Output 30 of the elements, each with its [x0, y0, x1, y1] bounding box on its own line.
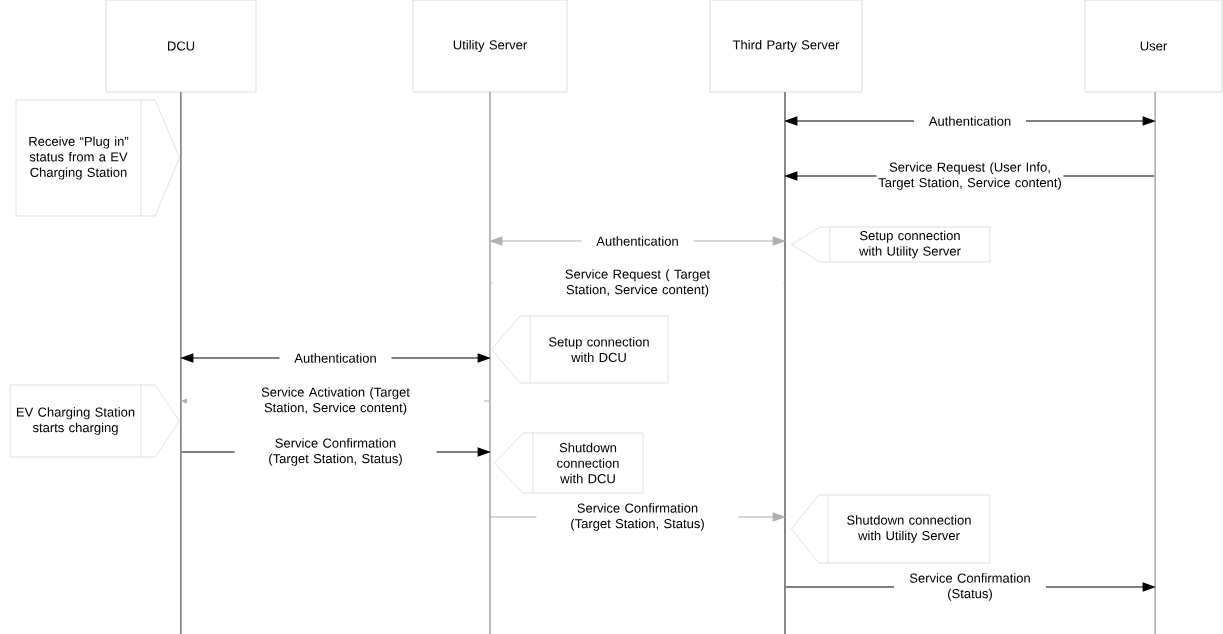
- message-label: Service Request ( Target Station, Service content): [491, 268, 784, 298]
- message-label: Authentication: [279, 352, 392, 364]
- lifeline: [180, 92, 182, 634]
- message-arrow: [785, 582, 1155, 592]
- participant-box: Third Party Server: [709, 0, 863, 93]
- message-label: Authentication: [914, 115, 1026, 127]
- lifeline: [489, 92, 491, 634]
- note-box: Setup connection with DCU: [491, 315, 669, 384]
- message-arrow: [490, 512, 785, 522]
- message-label: Service Request (User Info, Target Station, Service content): [876, 161, 1064, 191]
- message-label: Service Confirmation (Status): [894, 572, 1046, 602]
- message-arrow: [785, 116, 1155, 126]
- message-arrow: [181, 447, 490, 457]
- note-box: Shutdown connection with DCU: [494, 432, 644, 494]
- note-box: EV Charging Station starts charging: [9, 384, 180, 458]
- note-box: Receive “Plug in” status from a EV Charging Station: [15, 99, 180, 217]
- participant-box: User: [1084, 0, 1223, 93]
- note-box: Setup connection with Utility Server: [791, 226, 991, 263]
- note-box: Shutdown connection with Utility Server: [791, 494, 991, 564]
- message-label: Authentication: [581, 235, 694, 247]
- message-arrow: [785, 171, 1155, 181]
- lifeline: [784, 92, 786, 634]
- message-arrow: [181, 353, 490, 363]
- message-label: Service Activation (Target Station, Service content): [187, 386, 484, 416]
- participant-box: DCU: [105, 0, 257, 93]
- message-arrow: [490, 236, 785, 246]
- lifeline: [1154, 92, 1156, 634]
- message-label: Service Confirmation (Target Station, Status): [234, 437, 437, 467]
- message-label: Service Confirmation (Target Station, Status): [536, 502, 739, 532]
- participant-box: Utility Server: [412, 0, 568, 93]
